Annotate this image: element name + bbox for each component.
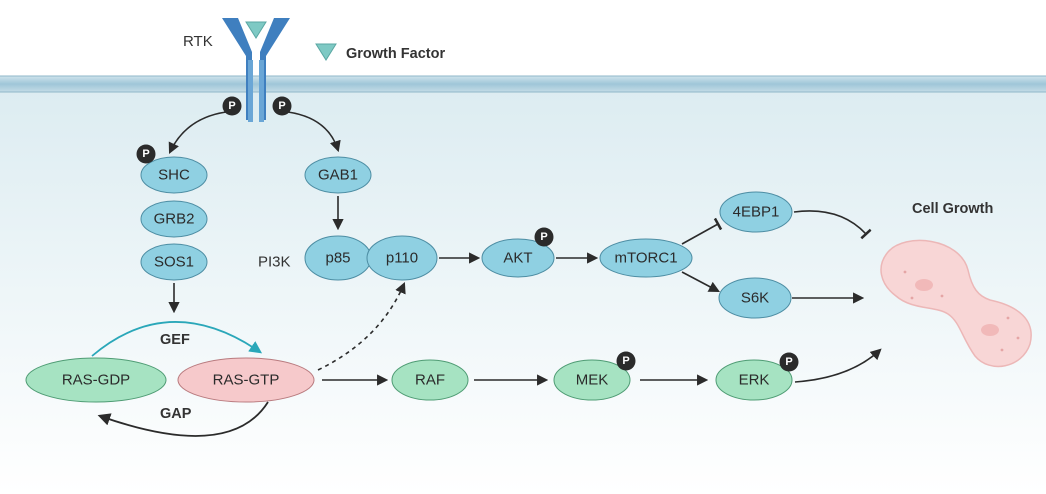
svg-text:RAS-GDP: RAS-GDP [62,372,130,389]
node-sos1: SOS1 [140,243,208,281]
inhibit-4ebp1-cell-growth [793,210,872,240]
gap-arrow [97,401,269,437]
svg-text:AKT: AKT [503,250,532,267]
svg-text:P: P [142,148,149,160]
svg-text:RAF: RAF [415,372,445,389]
arrow-ras-to-pi3k-dashed [317,281,406,371]
phospho-badge: P [222,96,242,116]
rtk-receptor-icon [222,18,290,122]
svg-text:mTORC1: mTORC1 [614,250,677,267]
svg-text:P: P [278,100,285,112]
phospho-badge: P [136,144,156,164]
node-mek: MEK [553,359,631,401]
svg-text:P: P [540,231,547,243]
svg-text:P: P [622,355,629,367]
gap-label: GAP [160,406,192,422]
phospho-badge: P [272,96,292,116]
rtk-label: RTK [183,33,213,50]
svg-text:SOS1: SOS1 [154,254,194,271]
svg-text:MEK: MEK [576,372,609,389]
svg-text:4EBP1: 4EBP1 [733,204,780,221]
gef-label: GEF [160,332,190,348]
phospho-badge: P [616,351,636,371]
node-p85: p85 [304,235,372,281]
svg-text:ERK: ERK [739,372,770,389]
node-p110: p110 [366,235,438,281]
growth-factor-triangle-icon [315,43,337,61]
svg-text:P: P [228,100,235,112]
node-ras-gdp: RAS-GDP [25,357,167,403]
gef-arrow [91,321,263,357]
pi3k-label: PI3K [258,254,291,271]
node-s6k: S6K [718,277,792,319]
node-raf: RAF [391,359,469,401]
svg-text:S6K: S6K [741,290,769,307]
node-gab1: GAB1 [304,156,372,194]
svg-text:GAB1: GAB1 [318,167,358,184]
cell-growth-label: Cell Growth [912,201,993,217]
growth-factor-label: Growth Factor [346,46,445,62]
bound-growth-factor-icon [245,21,267,39]
node-4ebp1: 4EBP1 [719,191,793,233]
svg-text:SHC: SHC [158,167,190,184]
inhibit-mtorc1-4ebp1 [681,217,723,245]
dividing-cell-icon [880,239,1032,368]
arrow-erk-to-cell-growth [794,348,882,383]
phospho-badge: P [534,227,554,247]
node-grb2: GRB2 [140,200,208,238]
node-mtorc1: mTORC1 [599,238,693,278]
arrow-mtorc1-to-s6k [681,271,720,293]
node-akt: AKT [481,238,555,278]
node-erk: ERK [715,359,793,401]
svg-text:p110: p110 [386,250,418,267]
svg-text:RAS-GTP: RAS-GTP [213,372,280,389]
arrow-rtk-to-shc [168,111,227,155]
phospho-badge: P [779,352,799,372]
svg-text:GRB2: GRB2 [154,211,195,228]
node-ras-gtp: RAS-GTP [177,357,315,403]
svg-text:P: P [785,356,792,368]
svg-text:p85: p85 [325,250,350,267]
cell-membrane [0,76,1046,92]
node-shc: SHC [140,156,208,194]
arrow-rtk-to-gab1 [287,111,341,153]
